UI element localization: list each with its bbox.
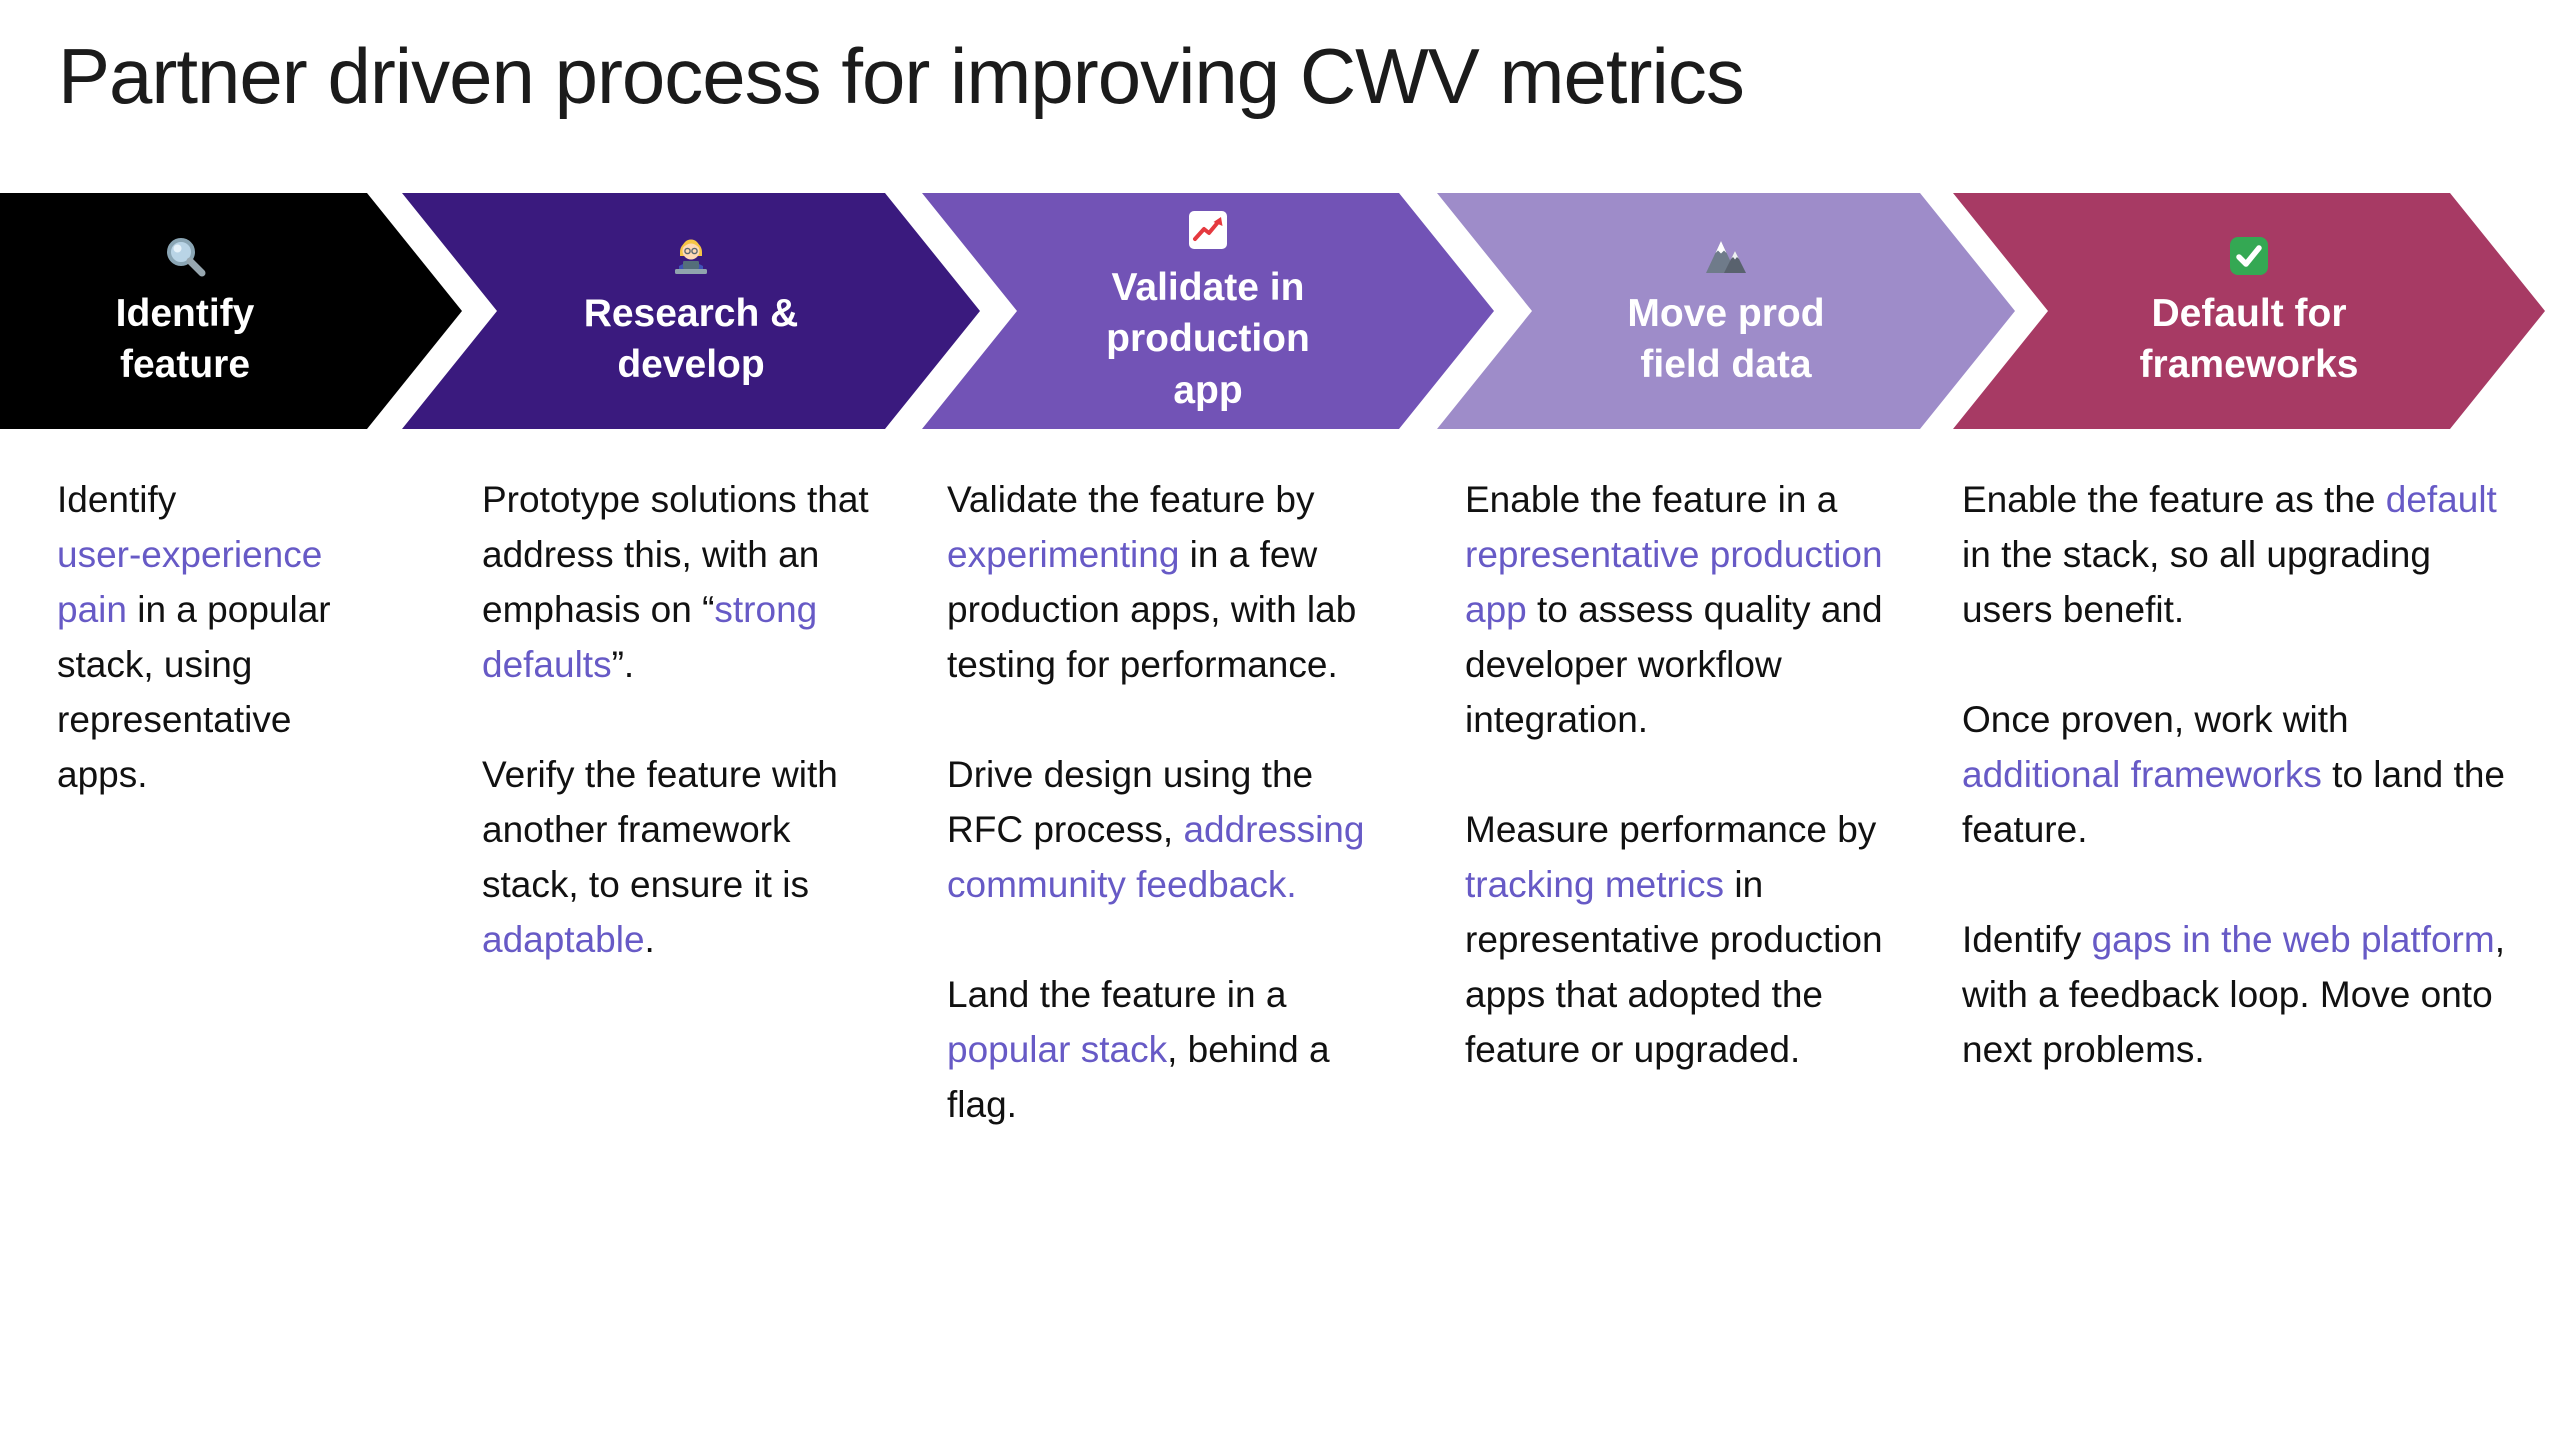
paragraph: Validate the feature by experimenting in…	[947, 472, 1397, 692]
paragraph: Verify the feature with another framewor…	[482, 747, 882, 967]
paragraph: Measure performance by tracking metrics …	[1465, 802, 1895, 1077]
text-segment: to assess quality and developer workflow…	[1465, 589, 1883, 740]
page-title: Partner driven process for improving CWV…	[58, 32, 1745, 120]
chevron-default-for-frameworks: Default for frameworks	[1953, 193, 2545, 429]
link-text[interactable]: tracking metrics	[1465, 864, 1725, 905]
chevron-validate-production: Validate in production app	[922, 193, 1494, 429]
chart-increasing-icon	[1184, 206, 1232, 254]
magnifying-glass-icon	[161, 232, 209, 280]
paragraph: Drive design using the RFC process, addr…	[947, 747, 1397, 912]
text-segment: Once proven, work with	[1962, 699, 2349, 740]
link-text[interactable]: popular stack	[947, 1029, 1168, 1070]
text-segment: ”.	[611, 644, 635, 685]
text-segment: , behind a flag.	[947, 1029, 1330, 1125]
paragraph: Land the feature in a popular stack, beh…	[947, 967, 1397, 1132]
paragraph: Enable the feature in a representative p…	[1465, 472, 1895, 747]
text-segment: Validate the feature by	[947, 479, 1315, 520]
chevron-label: Identify feature	[115, 291, 255, 386]
chevron-research-develop: Research & develop	[402, 193, 980, 429]
process-chevron-row: Identify feature Research & develop	[0, 193, 2560, 429]
text-segment: Enable the feature in a	[1465, 479, 1838, 520]
link-text[interactable]: strong defaults	[482, 589, 818, 685]
link-text[interactable]: additional frameworks	[1962, 754, 2322, 795]
text-segment: Prototype solutions that address this, w…	[482, 479, 869, 630]
link-text[interactable]: addressing community feedback.	[947, 809, 1365, 905]
mountain-icon	[1702, 232, 1750, 280]
text-segment: Identify	[1962, 919, 2092, 960]
column-default-for-frameworks: Enable the feature as the default in the…	[1962, 472, 2507, 1077]
link-text[interactable]: representative production app	[1465, 534, 1883, 630]
column-validate-production: Validate the feature by experimenting in…	[947, 472, 1397, 1132]
text-segment: , with a feedback loop. Move onto next p…	[1962, 919, 2505, 1070]
text-segment: Drive design using the RFC process,	[947, 754, 1314, 850]
link-text[interactable]: gaps in the web platform	[2091, 919, 2495, 960]
chevron-label: Validate in production app	[1106, 265, 1310, 412]
chevron-label: Default for frameworks	[2139, 291, 2359, 386]
chevron-label: Research & develop	[583, 291, 799, 386]
chevron-identify-feature: Identify feature	[0, 193, 462, 429]
technologist-icon	[667, 232, 715, 280]
paragraph: Identify user‑experience pain in a popul…	[57, 472, 357, 802]
chevron-move-prod-field-data: Move prod field data	[1437, 193, 2015, 429]
text-segment: to land the feature.	[1962, 754, 2505, 850]
text-segment: Land the feature in a	[947, 974, 1287, 1015]
paragraph: Prototype solutions that address this, w…	[482, 472, 882, 692]
link-text[interactable]: user‑experience pain	[57, 534, 323, 630]
text-segment: Measure performance by	[1465, 809, 1877, 850]
text-segment: Identify	[57, 479, 177, 520]
text-segment: Verify the feature with another framewor…	[482, 754, 838, 905]
column-move-prod-field-data: Enable the feature in a representative p…	[1465, 472, 1895, 1077]
paragraph: Once proven, work with additional framew…	[1962, 692, 2507, 857]
text-segment: .	[644, 919, 655, 960]
text-segment: in a few production apps, with lab testi…	[947, 534, 1357, 685]
text-segment: in the stack, so all upgrading users ben…	[1962, 534, 2431, 630]
link-text[interactable]: adaptable	[482, 919, 645, 960]
text-segment: in representative production apps that a…	[1465, 864, 1883, 1070]
chevron-label: Move prod field data	[1627, 291, 1825, 386]
paragraph: Identify gaps in the web platform, with …	[1962, 912, 2507, 1077]
check-mark-icon	[2225, 232, 2273, 280]
link-text[interactable]: default	[2385, 479, 2497, 520]
text-segment: Enable the feature as the	[1962, 479, 2386, 520]
paragraph: Enable the feature as the default in the…	[1962, 472, 2507, 637]
column-identify-feature: Identify user‑experience pain in a popul…	[57, 472, 357, 802]
link-text[interactable]: experimenting	[947, 534, 1180, 575]
column-research-develop: Prototype solutions that address this, w…	[482, 472, 882, 967]
text-segment: in a popular stack, using representative…	[57, 589, 331, 795]
